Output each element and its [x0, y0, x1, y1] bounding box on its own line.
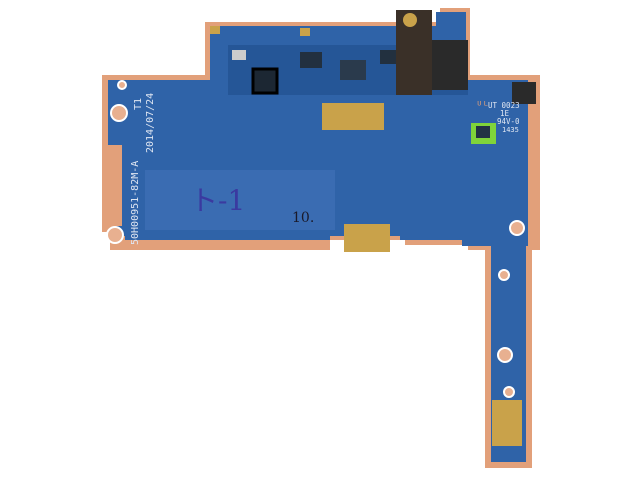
flammability-rating: 94V-0	[497, 117, 520, 126]
gold-pad	[492, 400, 522, 446]
handwritten-number: 10.	[292, 210, 314, 226]
handwritten-mark: ト-1	[190, 184, 245, 217]
manufacture-date-code: 1435	[502, 126, 519, 134]
gold-pad	[322, 103, 384, 130]
ul-code: UT 0023	[488, 101, 520, 110]
label-area	[145, 170, 335, 230]
gold-pad	[344, 224, 390, 252]
revision: T1	[133, 98, 144, 110]
mounting-holes	[106, 80, 525, 398]
connector	[432, 40, 468, 90]
ul-class: 1E	[500, 109, 510, 118]
part-number: 50H00951-82M-A	[130, 161, 141, 245]
qr-code	[476, 126, 490, 138]
components	[210, 26, 398, 80]
highlighted-chip	[251, 67, 279, 95]
ul-logo: ᵁᴸ	[476, 99, 489, 112]
board-body	[108, 12, 528, 462]
date-code-text: 2014/07/24	[145, 93, 156, 153]
side-connector	[512, 82, 536, 104]
audio-jack-contact	[403, 13, 417, 27]
